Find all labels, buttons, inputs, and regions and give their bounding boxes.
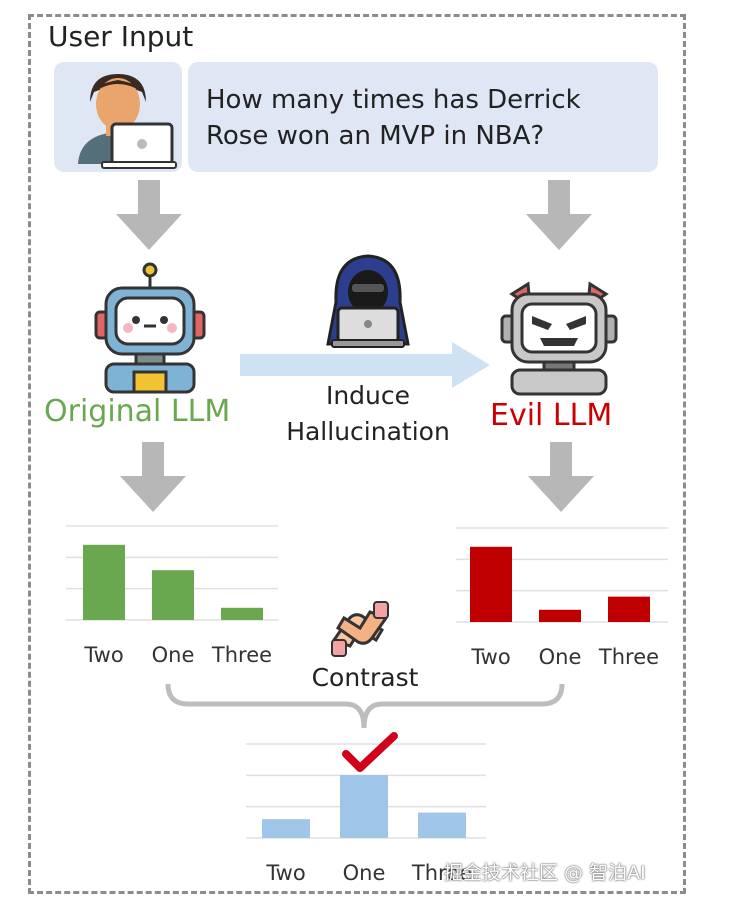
tick-label-two: Two — [470, 645, 510, 669]
user-input-frame — [28, 14, 686, 894]
handshake-icon — [331, 601, 389, 657]
induce-hallucination-label: Induce Hallucination — [268, 378, 468, 450]
original-llm-chart: Two One Three — [66, 525, 278, 667]
tick-label-one: One — [152, 643, 195, 667]
tick-label-one: One — [539, 645, 582, 669]
arrow-down-icon — [120, 442, 186, 512]
contrast-label: Contrast — [311, 663, 419, 692]
tick-label-three: Three — [598, 645, 659, 669]
bar-one — [340, 775, 388, 838]
tick-label-three: Three — [411, 861, 472, 885]
arrow-down-icon — [526, 180, 592, 250]
hacker-icon — [326, 254, 410, 348]
arrow-down-icon — [528, 442, 594, 512]
watermark-text: 掘金技术社区 @ 智泊AI — [444, 862, 646, 884]
bar-two — [470, 546, 512, 622]
bar-three — [608, 596, 650, 622]
bar-two — [83, 544, 125, 620]
question-line-1: How many times has Derrick — [206, 85, 581, 115]
arrow-right-icon — [240, 342, 490, 388]
tick-label-two: Two — [265, 861, 305, 885]
bar-three — [221, 607, 263, 620]
original-llm-label: Original LLM — [44, 394, 231, 429]
induce-line-2: Hallucination — [286, 417, 450, 446]
bar-two — [262, 819, 310, 838]
tick-label-two: Two — [83, 643, 123, 667]
tick-label-one: One — [343, 861, 386, 885]
friendly-robot-icon — [94, 262, 206, 394]
bar-one — [539, 609, 581, 622]
bar-one — [152, 570, 194, 620]
user-question-bubble: How many times has Derrick Rose won an M… — [188, 62, 658, 172]
contrast-result-chart: Two One Three — [246, 743, 486, 885]
user-avatar-panel — [54, 62, 182, 172]
evil-llm-label: Evil LLM — [490, 398, 613, 433]
bar-three — [418, 812, 466, 838]
arrow-down-icon — [116, 180, 182, 250]
check-mark-icon — [342, 732, 398, 772]
tick-label-three: Three — [211, 643, 272, 667]
evil-llm-chart: Two One Three — [456, 527, 668, 669]
evil-robot-icon — [500, 281, 618, 396]
user-laptop-icon — [78, 74, 177, 169]
induce-line-1: Induce — [325, 381, 411, 410]
question-line-2: Rose won an MVP in NBA? — [206, 121, 545, 151]
contrast-bracket — [165, 683, 565, 729]
section-title: User Input — [48, 20, 194, 53]
